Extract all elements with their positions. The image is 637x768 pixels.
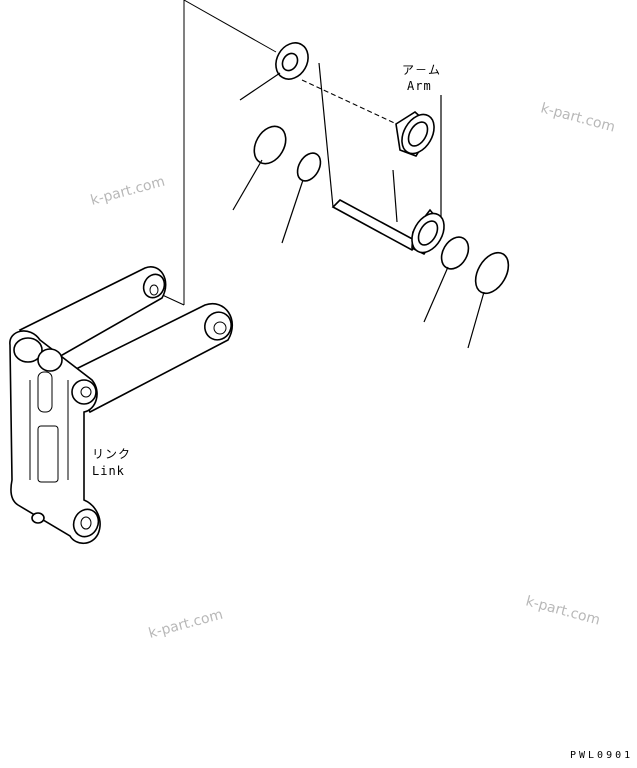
o-ring-icon [232, 125, 287, 211]
arm-boss-icon [331, 199, 445, 256]
o-ring-icon [467, 251, 510, 349]
o-ring-icon [423, 236, 470, 323]
link-label-jp: リンク [92, 447, 131, 461]
shim-washer-icon [239, 42, 309, 101]
watermark-bottom-right: k-part.com [524, 593, 602, 628]
arm-leaders [318, 62, 442, 223]
link-assembly-icon [9, 266, 234, 545]
arm-boss-icon [301, 79, 435, 157]
watermark-top-right: k-part.com [539, 100, 617, 135]
arm-label-jp: ア－ム [402, 63, 441, 77]
o-ring-icon [281, 152, 322, 244]
link-label-en: Link [92, 464, 125, 478]
arm-label-en: Arm [407, 79, 432, 93]
watermark-bottom-left: k-part.com [147, 607, 225, 642]
figure-code: PWL0901 [570, 750, 633, 761]
watermark-top-left: k-part.com [89, 174, 167, 209]
